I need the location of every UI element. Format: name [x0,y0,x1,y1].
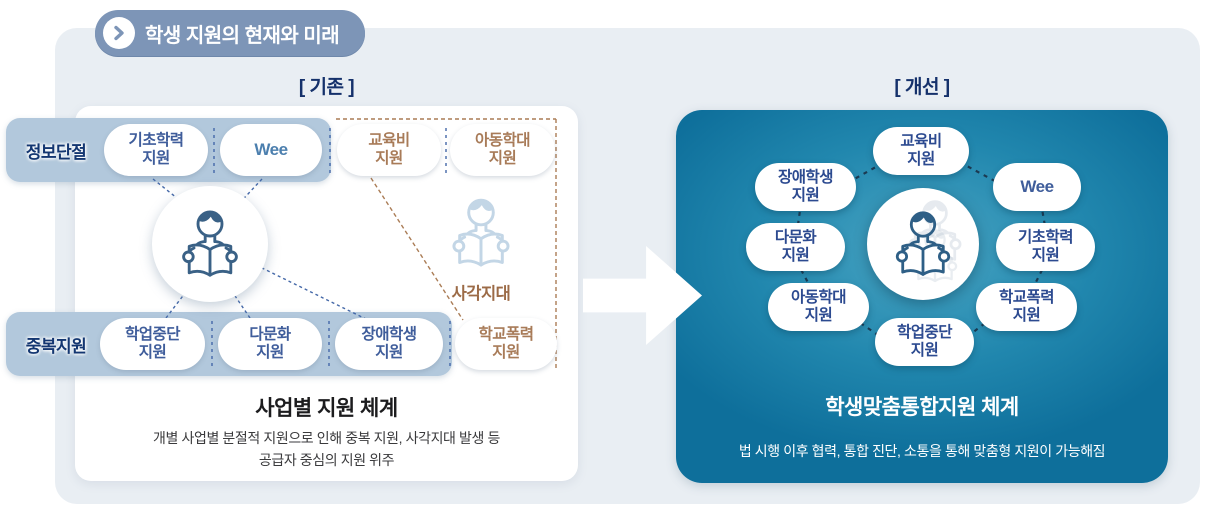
pill-basic-academic-support: 기초학력 지원 [104,124,208,176]
after-pill-basic-academic-support: 기초학력 지원 [996,223,1095,271]
pill-school-violence-support: 학교폭력 지원 [455,318,557,370]
before-description: 개별 사업별 분절적 지원으로 인해 중복 지원, 사각지대 발생 등 공급자 … [75,427,578,472]
after-pill-education-cost-support: 교육비 지원 [873,127,969,175]
chevron-right-icon [103,17,135,49]
duplicate-support-label: 중복지원 [25,336,87,356]
after-pill-dropout-support: 학업중단 지원 [875,318,974,366]
pill-disabled-student-support: 장애학생 지원 [335,318,443,370]
pill-education-cost-support: 교육비 지원 [337,124,441,176]
student-reading-icon [170,204,250,284]
after-pill-disabled-student-support: 장애학생 지원 [755,163,856,211]
after-system-title: 학생맞춤통합지원 체계 [825,396,1019,419]
after-pill-multicultural-support: 다문화 지원 [746,223,845,271]
blind-spot-label: 사각지대 [451,285,511,303]
after-pill-school-violence-support: 학교폭력 지원 [976,283,1077,331]
before-description-line2: 공급자 중심의 지원 위주 [258,452,395,469]
info-gap-label: 정보단절 [25,142,87,162]
before-description-line1: 개별 사업별 분절적 지원으로 인해 중복 지원, 사각지대 발생 등 [153,430,500,446]
student-reading-icon [884,205,962,283]
pill-dropout-support: 학업중단 지원 [100,318,205,370]
after-pill-child-abuse-support: 아동학대 지원 [768,283,869,331]
page-title: 학생 지원의 현재와 미래 [145,24,340,47]
blind-spot-student-icon [440,192,522,274]
before-section-title: [ 기존 ] [298,77,355,98]
student-circle-before [152,186,268,302]
after-section-title: [ 개선 ] [894,77,950,98]
before-system-title: 사업별 지원 체계 [255,397,398,420]
header-banner: 학생 지원의 현재와 미래 [95,10,366,56]
after-description: 법 시행 이후 협력, 통합 진단, 소통을 통해 맞춤형 지원이 가능해짐 [738,443,1106,459]
pill-multicultural-support: 다문화 지원 [218,318,322,370]
student-circle-after [867,188,979,300]
pill-wee: Wee [220,124,322,176]
pill-child-abuse-support: 아동학대 지원 [450,124,555,176]
after-pill-wee: Wee [993,163,1081,211]
